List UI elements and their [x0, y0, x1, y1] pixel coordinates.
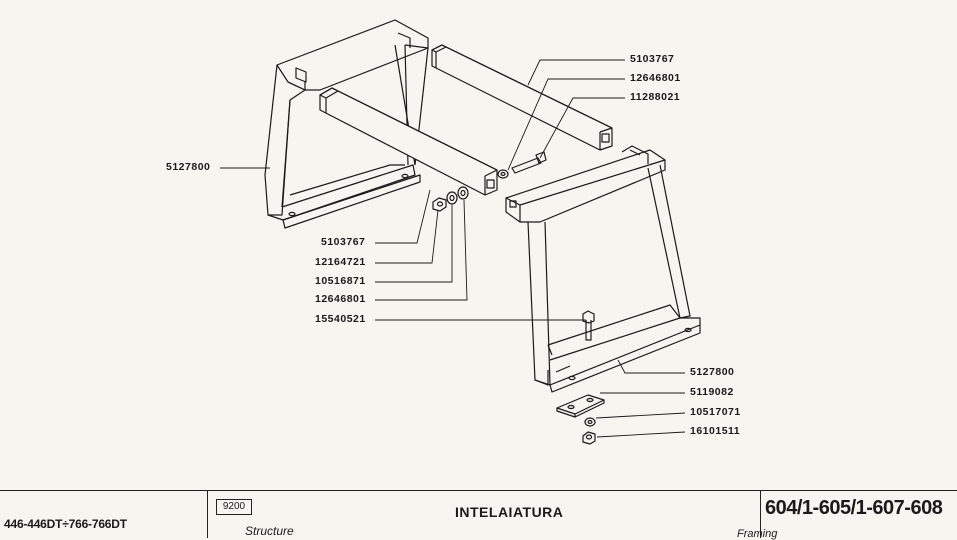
bolt-11288021 — [497, 151, 547, 179]
callout-front-bar: 5103767 — [321, 236, 366, 248]
callout-washer-rear: 12646801 — [630, 72, 681, 84]
plate-5119082 — [556, 394, 605, 418]
section-subtitle-right: Framing — [737, 528, 778, 540]
callout-rear-bar: 5103767 — [630, 53, 675, 65]
callout-right-frame: 5127800 — [690, 366, 735, 378]
right-frame — [505, 145, 701, 393]
callout-washer-right: 10517071 — [690, 406, 741, 418]
section-code: 9200 — [216, 499, 252, 515]
table-ref-cell — [760, 491, 957, 538]
washer-10517071 — [584, 417, 596, 427]
nut-16101511 — [582, 431, 596, 445]
section-subtitle: Structure — [245, 524, 294, 538]
model-range: 446-446DT÷766-766DT — [4, 517, 127, 531]
title-cell — [207, 491, 761, 538]
left-frame — [264, 19, 429, 229]
nut-washer-set-left — [432, 186, 469, 212]
table-reference: 604/1-605/1-607-608 — [765, 497, 943, 519]
title-block: 446-446DT÷766-766DT 9200 INTELAIATURA St… — [0, 490, 957, 540]
leader-lines — [220, 59, 686, 438]
callout-washer-left: 12646801 — [315, 293, 366, 305]
callout-bolt-long: 15540521 — [315, 313, 366, 325]
callout-nut-right: 16101511 — [690, 425, 741, 437]
callout-nut-left: 12164721 — [315, 256, 366, 268]
callout-left-frame: 5127800 — [166, 161, 211, 173]
exploded-parts-diagram — [220, 19, 701, 445]
callout-lockwasher-left: 10516871 — [315, 275, 366, 287]
callout-bolt-rear: 11288021 — [630, 91, 681, 103]
rear-crossbar — [431, 44, 613, 151]
section-title: INTELAIATURA — [455, 504, 564, 520]
front-crossbar — [319, 87, 498, 196]
bolt-15540521 — [582, 310, 595, 341]
callout-plate: 5119082 — [690, 386, 734, 398]
